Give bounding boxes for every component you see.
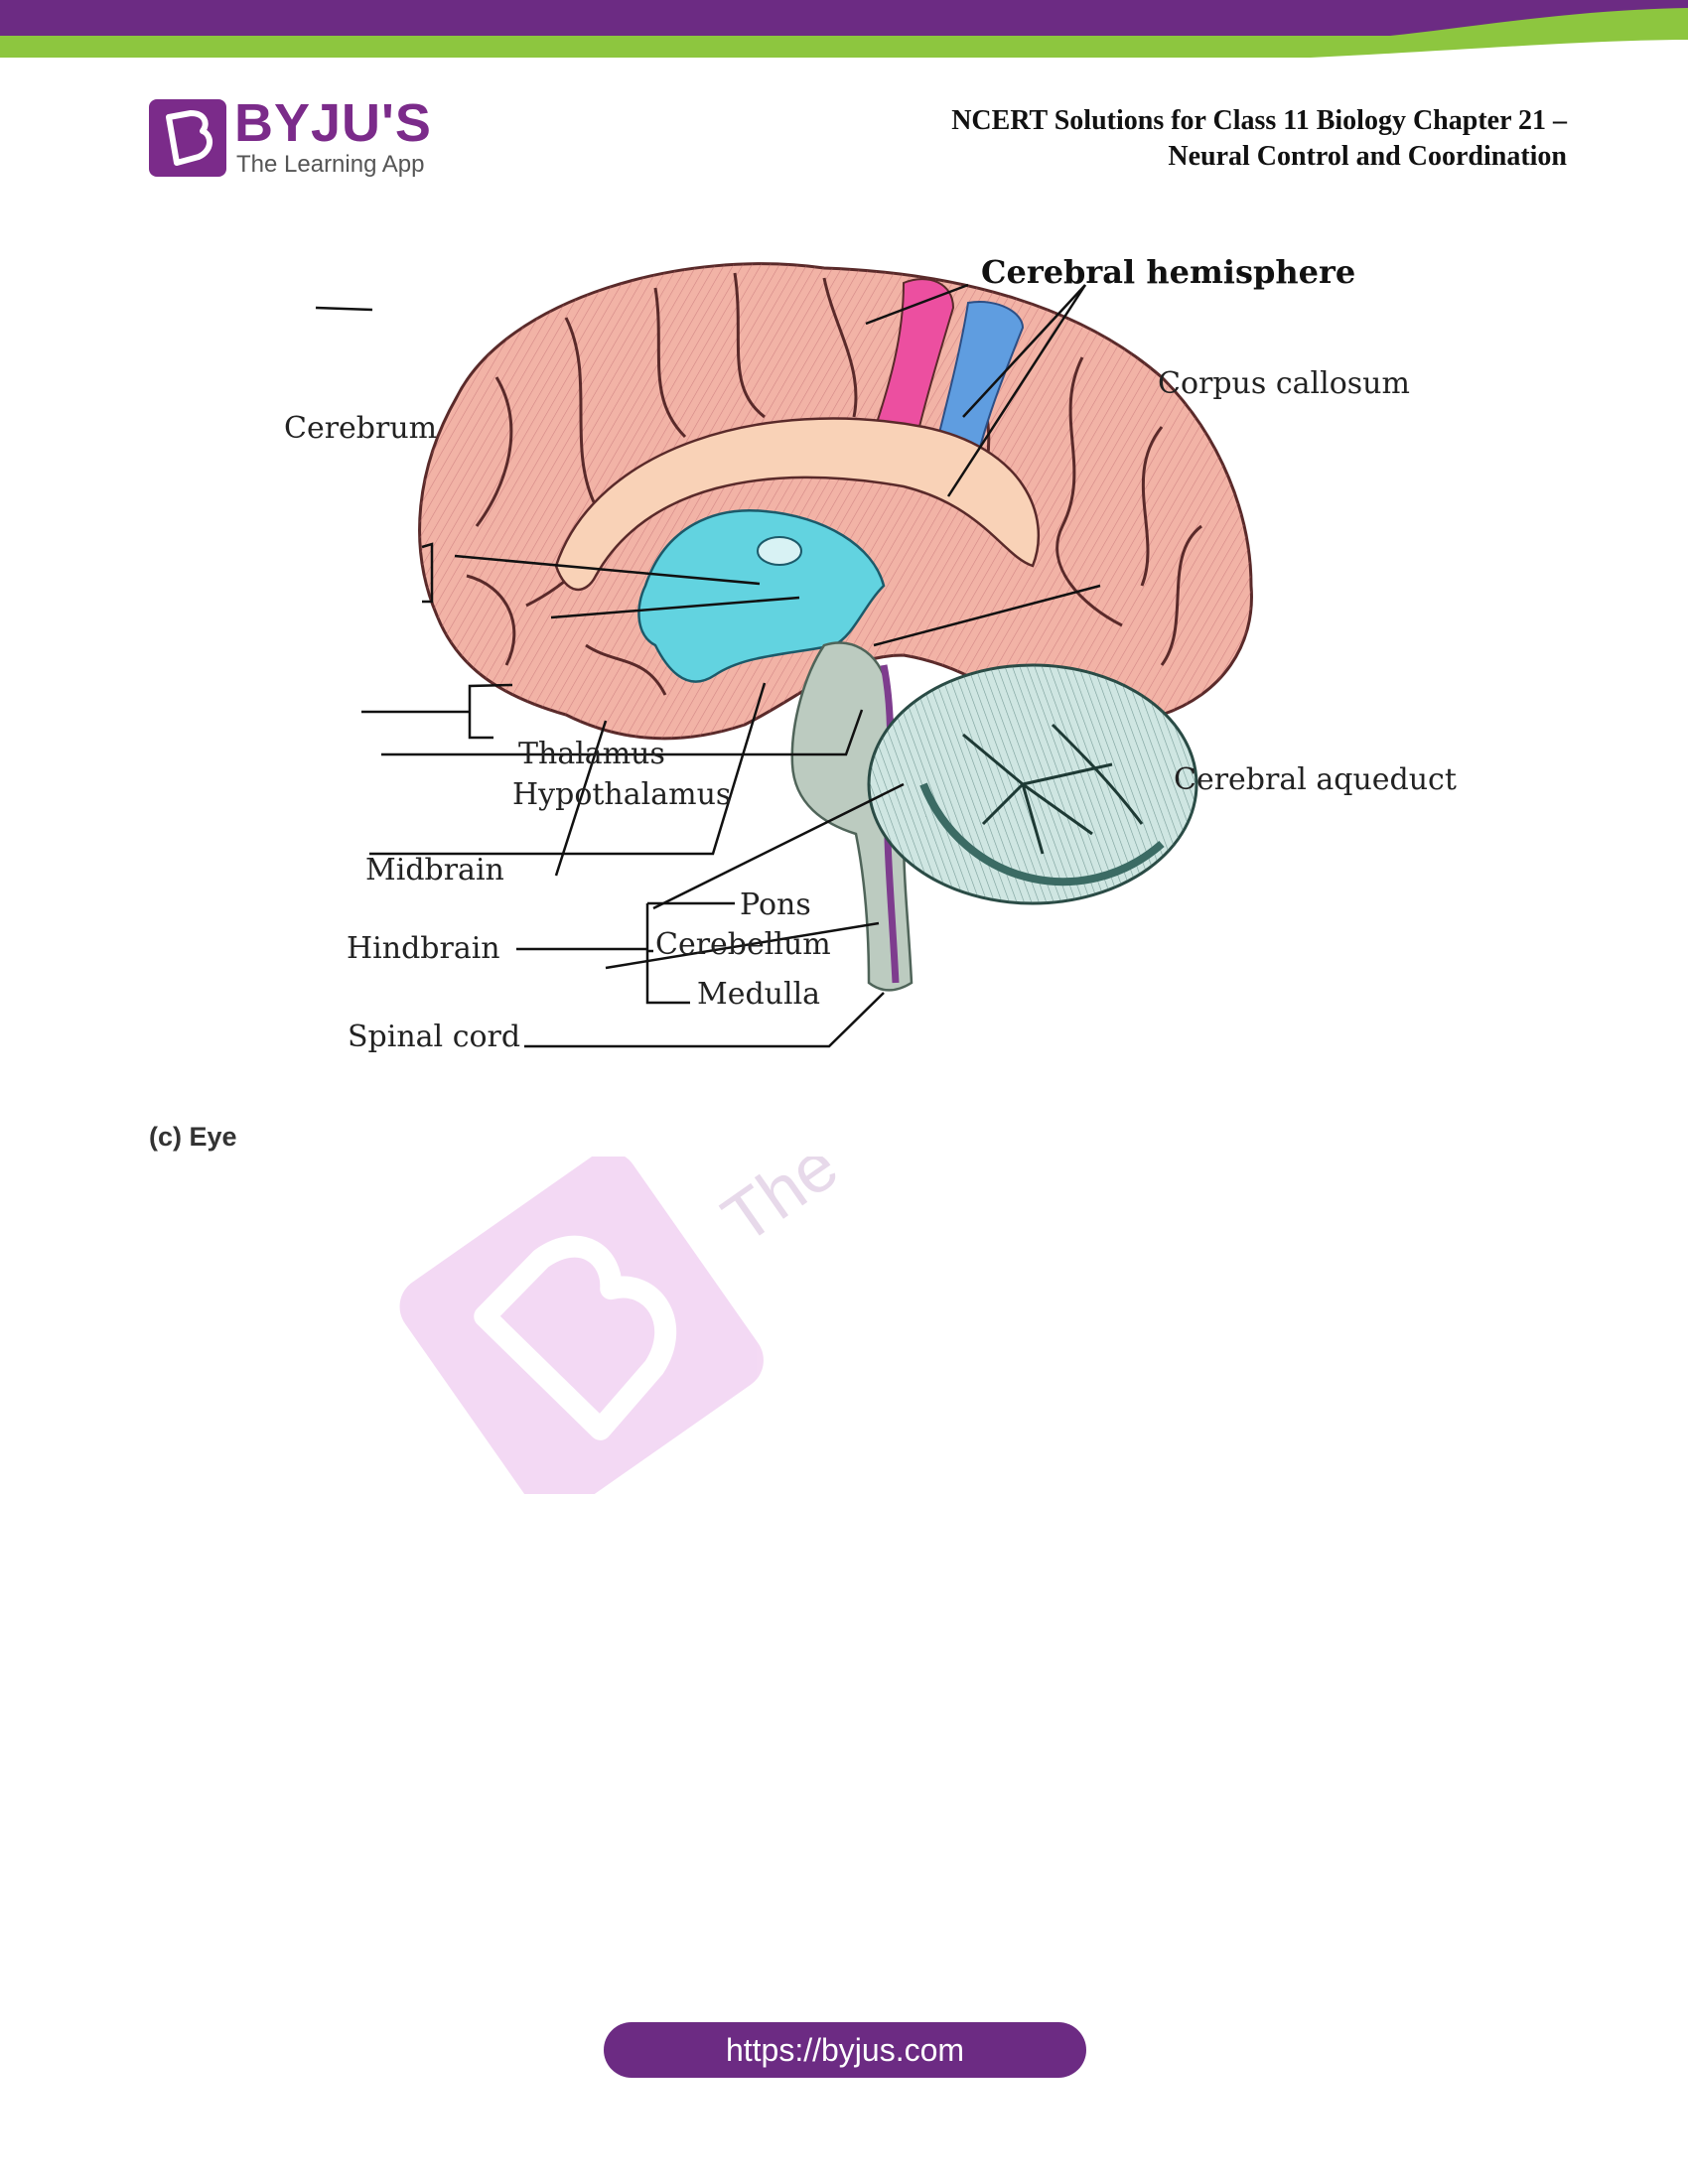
- corpus-callosum-shape: [554, 417, 1041, 592]
- label-thalamus: Thalamus: [518, 737, 665, 771]
- label-cerebral-aqueduct: Cerebral aqueduct: [1174, 762, 1457, 797]
- byjus-logo-icon: [149, 99, 226, 177]
- label-cerebral-hemisphere: Cerebral hemisphere: [981, 253, 1355, 291]
- cerebrum-shape: [418, 262, 1253, 741]
- byjus-logo: BYJU'S The Learning App: [149, 93, 447, 181]
- byjus-watermark: The: [399, 1157, 852, 1494]
- label-cerebellum: Cerebellum: [655, 927, 831, 962]
- header-title-line-1: NCERT Solutions for Class 11 Biology Cha…: [951, 105, 1567, 136]
- leader-lines: [315, 283, 1101, 970]
- cerebellum-shape: [867, 663, 1198, 905]
- thalamus-region-shape: [637, 509, 886, 683]
- label-hypothalamus: Hypothalamus: [512, 777, 731, 812]
- brain-sagittal-diagram: Cerebral hemisphere Corpus callosum Cere…: [284, 253, 1457, 1054]
- label-hindbrain: Hindbrain: [347, 931, 500, 966]
- logo-wordmark: BYJU'S: [234, 93, 432, 153]
- label-medulla: Medulla: [697, 977, 820, 1012]
- footer-url-button[interactable]: https://byjus.com: [604, 2022, 1086, 2078]
- label-cerebrum: Cerebrum: [284, 411, 437, 446]
- page-header-title: NCERT Solutions for Class 11 Biology Cha…: [951, 103, 1567, 175]
- label-corpus-callosum: Corpus callosum: [1158, 366, 1410, 401]
- label-pons: Pons: [740, 887, 811, 922]
- watermark-text: The: [709, 1157, 852, 1258]
- top-brand-band: [0, 0, 1688, 58]
- footer-url-text: https://byjus.com: [725, 2032, 965, 2068]
- label-spinal-cord: Spinal cord: [348, 1020, 520, 1054]
- label-midbrain: Midbrain: [365, 853, 504, 887]
- logo-tagline: The Learning App: [236, 151, 425, 178]
- section-heading: (c) Eye: [149, 1122, 237, 1152]
- massa-intermedia-shape: [757, 536, 802, 566]
- header-title-line-2: Neural Control and Coordination: [1168, 141, 1567, 172]
